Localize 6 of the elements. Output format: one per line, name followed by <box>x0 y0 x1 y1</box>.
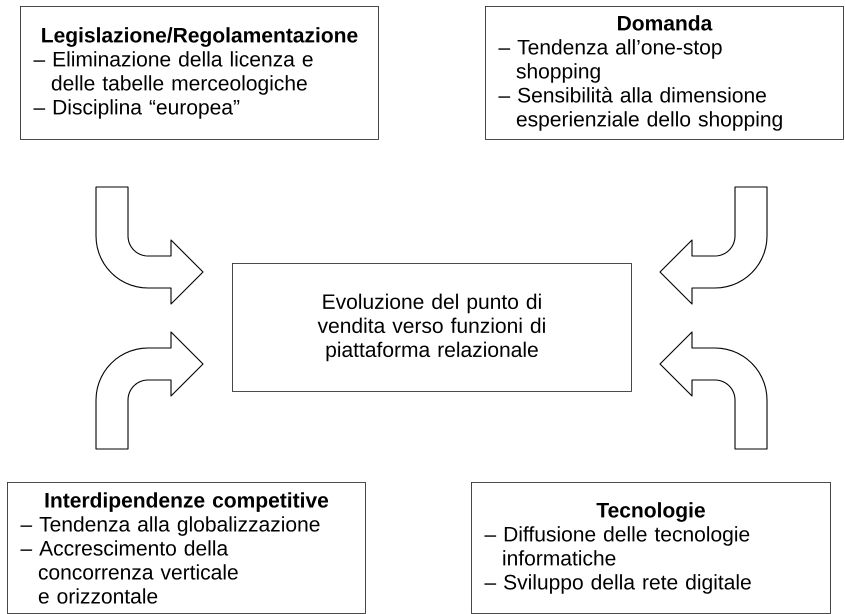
factor-box: Domanda – Tendenza all’one-stop shopping – Sensibilità alla dimensione esperienziale dello shopping <box>485 6 844 140</box>
factor-box: Tecnologie – Diffusione delle tecnologie informatiche – Sviluppo della rete digitale <box>471 482 831 614</box>
factor-box: Legislazione/Regolamentazione – Eliminazione della licenza e delle tabelle merceologiche – Disciplina “europea” <box>20 6 379 140</box>
factor-box: Interdipendenze competitive – Tendenza alla globalizzazione – Accrescimento della concorrenza verticale e orizzontale <box>7 482 366 614</box>
block-arrow <box>95 331 204 450</box>
center-box: Evoluzione del punto di vendita verso funzioni di piattaforma relazionale <box>232 263 632 392</box>
